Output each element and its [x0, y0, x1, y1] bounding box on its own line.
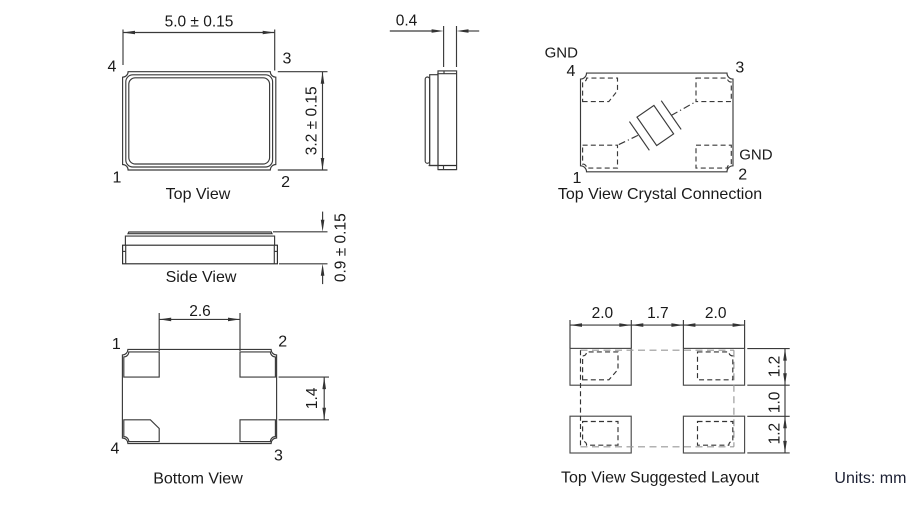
- svg-text:1: 1: [113, 170, 122, 187]
- svg-text:3: 3: [274, 448, 283, 465]
- svg-text:5.0 ± 0.15: 5.0 ± 0.15: [165, 14, 234, 31]
- svg-text:2: 2: [738, 167, 747, 184]
- svg-text:3: 3: [735, 60, 744, 77]
- svg-text:3: 3: [283, 51, 292, 68]
- svg-text:1.2: 1.2: [767, 423, 784, 445]
- svg-text:4: 4: [111, 441, 120, 458]
- svg-text:Top View Suggested Layout: Top View Suggested Layout: [561, 470, 760, 487]
- svg-text:0.9 ± 0.15: 0.9 ± 0.15: [333, 213, 350, 282]
- svg-text:2: 2: [278, 334, 287, 351]
- svg-text:GND: GND: [739, 147, 773, 164]
- svg-text:2.0: 2.0: [592, 305, 614, 322]
- svg-text:Top View Crystal Connection: Top View Crystal Connection: [558, 186, 762, 203]
- svg-text:1.4: 1.4: [304, 387, 321, 409]
- svg-text:Top View: Top View: [166, 186, 231, 203]
- svg-text:3.2 ± 0.15: 3.2 ± 0.15: [304, 86, 321, 155]
- svg-text:2.0: 2.0: [705, 305, 727, 322]
- svg-text:4: 4: [567, 63, 576, 80]
- svg-text:0.4: 0.4: [396, 13, 418, 30]
- svg-text:1.0: 1.0: [767, 391, 784, 413]
- svg-text:Units: mm: Units: mm: [834, 470, 906, 487]
- svg-text:1: 1: [573, 170, 582, 187]
- svg-text:1.2: 1.2: [767, 356, 784, 378]
- svg-text:2.6: 2.6: [189, 303, 211, 320]
- svg-text:1: 1: [112, 336, 121, 353]
- svg-text:1.7: 1.7: [647, 305, 669, 322]
- svg-text:GND: GND: [545, 44, 579, 61]
- svg-text:2: 2: [281, 174, 290, 191]
- svg-text:4: 4: [108, 58, 117, 75]
- svg-text:Bottom View: Bottom View: [153, 471, 243, 488]
- svg-text:Side View: Side View: [166, 269, 237, 286]
